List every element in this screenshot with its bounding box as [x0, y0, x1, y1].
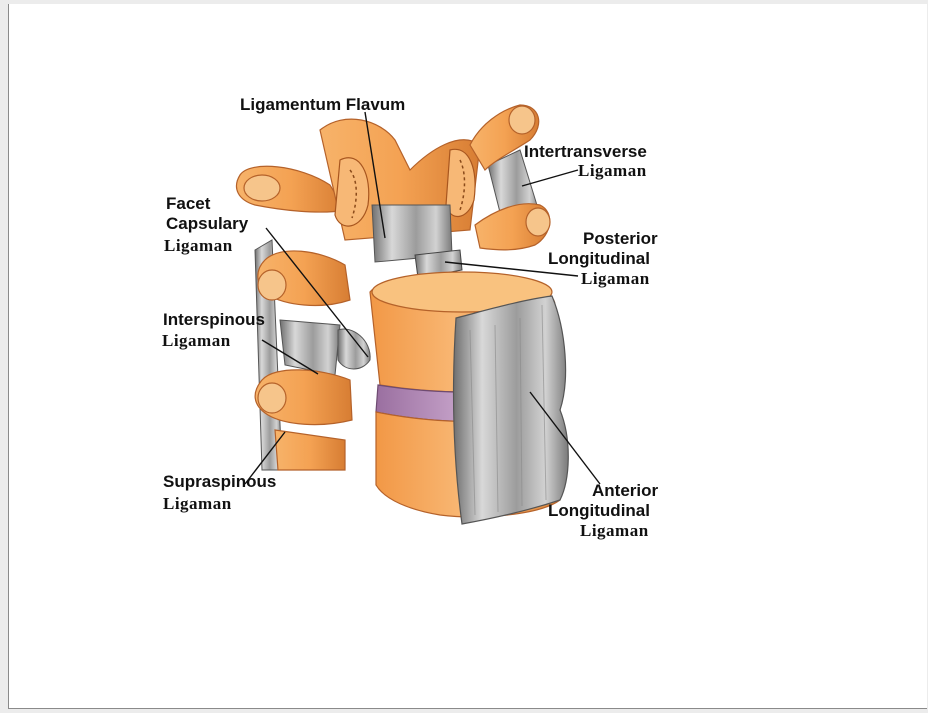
label-posterior-line2: Longitudinal	[548, 249, 650, 269]
label-supraspinous-line1: Supraspinous	[163, 472, 276, 492]
label-facet-line3: Ligaman	[164, 236, 233, 256]
label-anterior-line2: Longitudinal	[548, 501, 650, 521]
label-posterior-line3: Ligaman	[581, 269, 650, 289]
label-facet-line2: Capsulary	[166, 214, 248, 234]
label-ligamentum-flavum: Ligamentum Flavum	[240, 95, 405, 115]
label-facet-line1: Facet	[166, 194, 210, 214]
label-intertransverse-line1: Intertransverse	[524, 142, 647, 162]
label-posterior-line1: Posterior	[583, 229, 658, 249]
label-anterior-line1: Anterior	[592, 481, 658, 501]
label-intertransverse-line2: Ligaman	[578, 161, 647, 181]
label-supraspinous-line2: Ligaman	[163, 494, 232, 514]
leader-intertransverse	[522, 170, 578, 186]
label-interspinous-line2: Ligaman	[162, 331, 231, 351]
anterior-longitudinal-ligament	[454, 296, 569, 524]
label-anterior-line3: Ligaman	[580, 521, 649, 541]
label-interspinous-line1: Interspinous	[163, 310, 265, 330]
